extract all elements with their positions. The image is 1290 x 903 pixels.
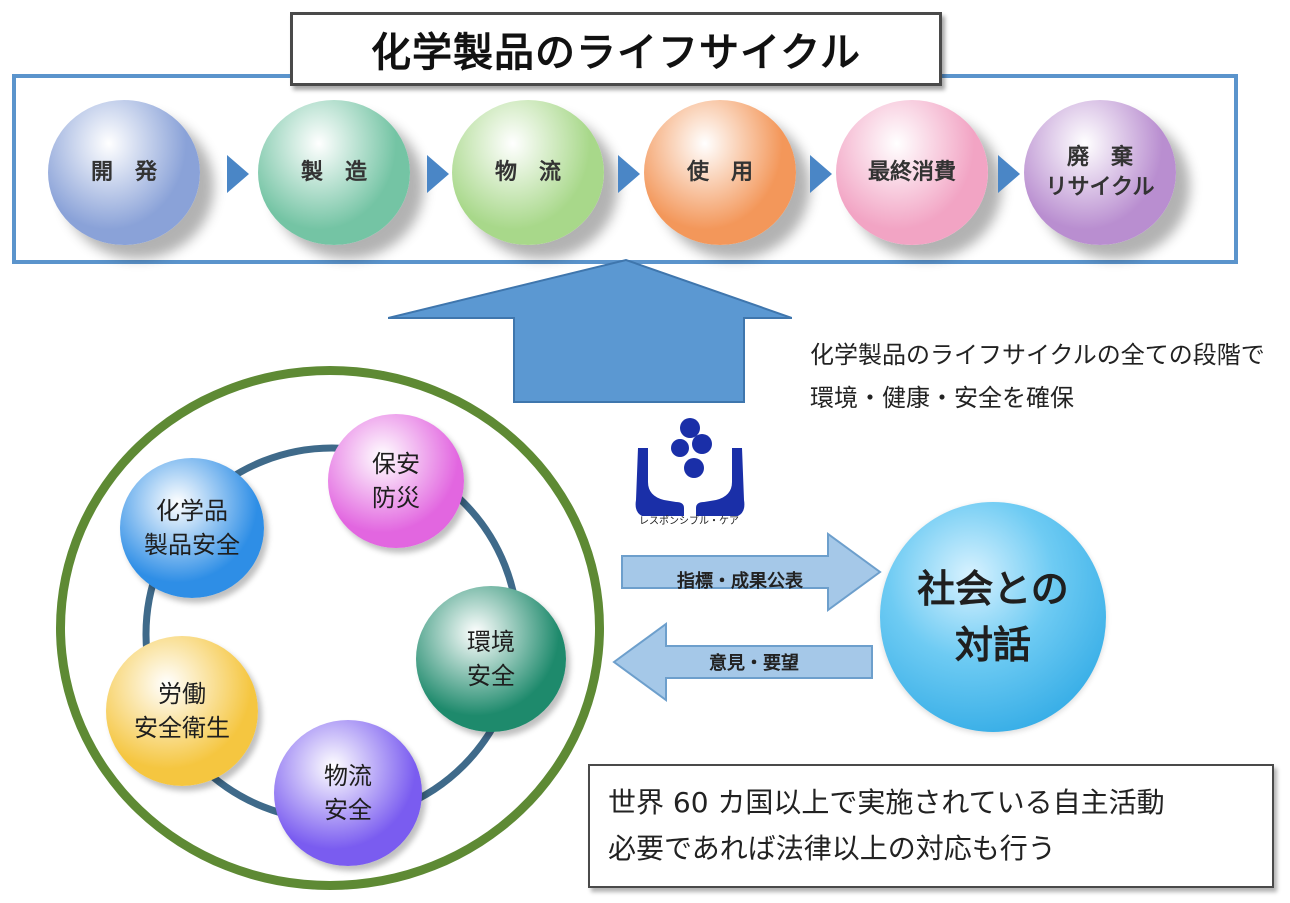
arrow-right: [621, 532, 882, 612]
arrow-left: [612, 622, 873, 702]
arrow-label-feedback: 意見・要望: [709, 653, 799, 674]
chevron-right-icon: [810, 155, 832, 193]
chevron-right-icon: [427, 155, 449, 193]
stage-final-consumption: 最終消費: [836, 100, 988, 245]
lifecycle-caption: 化学製品のライフサイクルの全ての段階で 環境・健康・安全を確保: [810, 341, 1265, 412]
note-line-1: 世界 60 カ国以上で実施されている自主活動: [608, 786, 1165, 819]
ball-safety-disaster-prevention: 保安 防災: [328, 414, 464, 548]
stage-manufacturing: 製 造: [258, 100, 410, 245]
ball-environmental-safety: 環境 安全: [416, 586, 566, 732]
note-line-2: 必要であれば法律以上の対応も行う: [608, 832, 1056, 865]
stage-use: 使 用: [644, 100, 796, 245]
society-dialogue-circle: 社会との 対話: [880, 502, 1106, 732]
chevron-right-icon: [618, 155, 640, 193]
responsible-care-circle: [56, 366, 604, 890]
up-arrow: [388, 258, 792, 403]
stage-logistics: 物 流: [452, 100, 604, 245]
chevron-right-icon: [998, 155, 1020, 193]
arrow-label-disclosure: 指標・成果公表: [677, 571, 803, 592]
stage-disposal-recycle: 廃 棄 リサイクル: [1024, 100, 1176, 245]
ball-chemical-product-safety: 化学品 製品安全: [120, 458, 264, 598]
stage-development: 開 発: [48, 100, 200, 245]
ball-occupational-safety: 労働 安全衛生: [106, 636, 258, 786]
note-box: 世界 60 カ国以上で実施されている自主活動 必要であれば法律以上の対応も行う: [588, 764, 1274, 888]
diagram-title: 化学製品のライフサイクル: [290, 12, 942, 86]
logo-label: レスポンシブル・ケア: [639, 516, 739, 527]
chevron-right-icon: [227, 155, 249, 193]
responsible-care-logo-icon: [635, 418, 745, 516]
ball-logistics-safety: 物流 安全: [274, 720, 422, 866]
